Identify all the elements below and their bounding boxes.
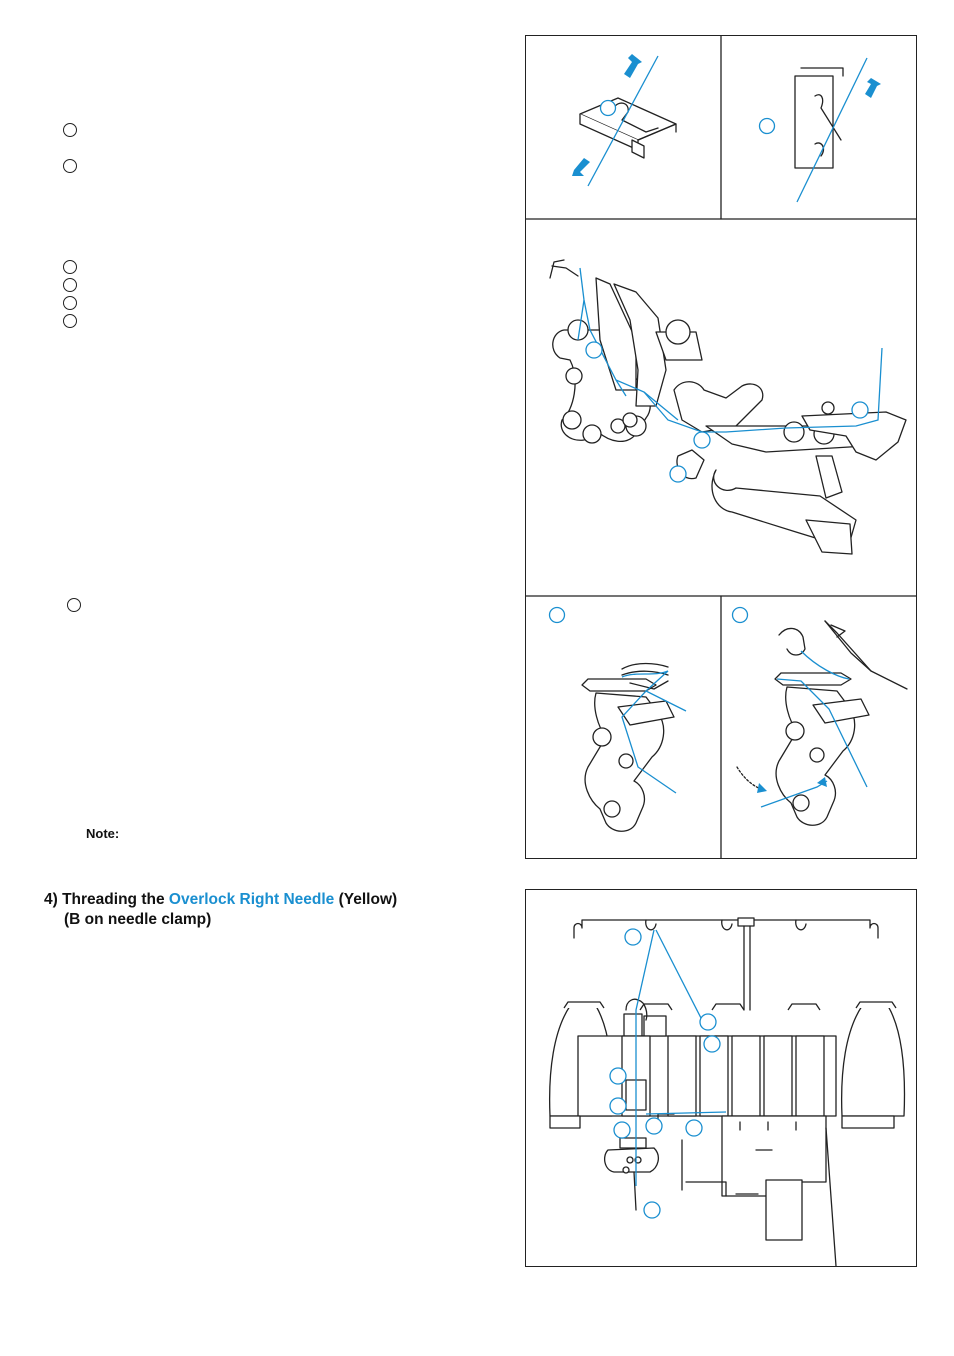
looper-callout-4: [669, 465, 687, 483]
heading-suffix: (Yellow): [338, 891, 398, 908]
hook-callout: [758, 117, 776, 135]
heading-prefix: 4) Threading the: [44, 891, 165, 908]
heading-highlight: Overlock Right Needle: [168, 891, 335, 908]
step-marker-6: [63, 314, 77, 328]
looper-callout-3: [693, 431, 711, 449]
looper-callout-1: [585, 341, 603, 359]
heading-line2: (B on needle clamp): [64, 911, 212, 928]
step-marker-1: [63, 123, 77, 137]
step-left-callout: [548, 606, 566, 624]
looper-step-right: [731, 606, 908, 826]
looper-step-left: [548, 606, 687, 832]
step-right-callout: [731, 606, 749, 624]
step-marker-4: [63, 278, 77, 292]
note-label: Note:: [86, 826, 120, 841]
looper-threading-path: [549, 259, 907, 555]
thread-guide-detail-right: [758, 57, 881, 203]
overlock-machine-front: [549, 917, 906, 1267]
guide-callout: [599, 99, 617, 117]
section-heading: 4) Threading the Overlock Right Needle (…: [44, 890, 397, 930]
looper-callout-2: [851, 401, 869, 419]
step-marker-5: [63, 296, 77, 310]
step-marker-7: [67, 598, 81, 612]
thread-guide-detail-left: [572, 54, 677, 187]
step-marker-2: [63, 159, 77, 173]
step-marker-3: [63, 260, 77, 274]
